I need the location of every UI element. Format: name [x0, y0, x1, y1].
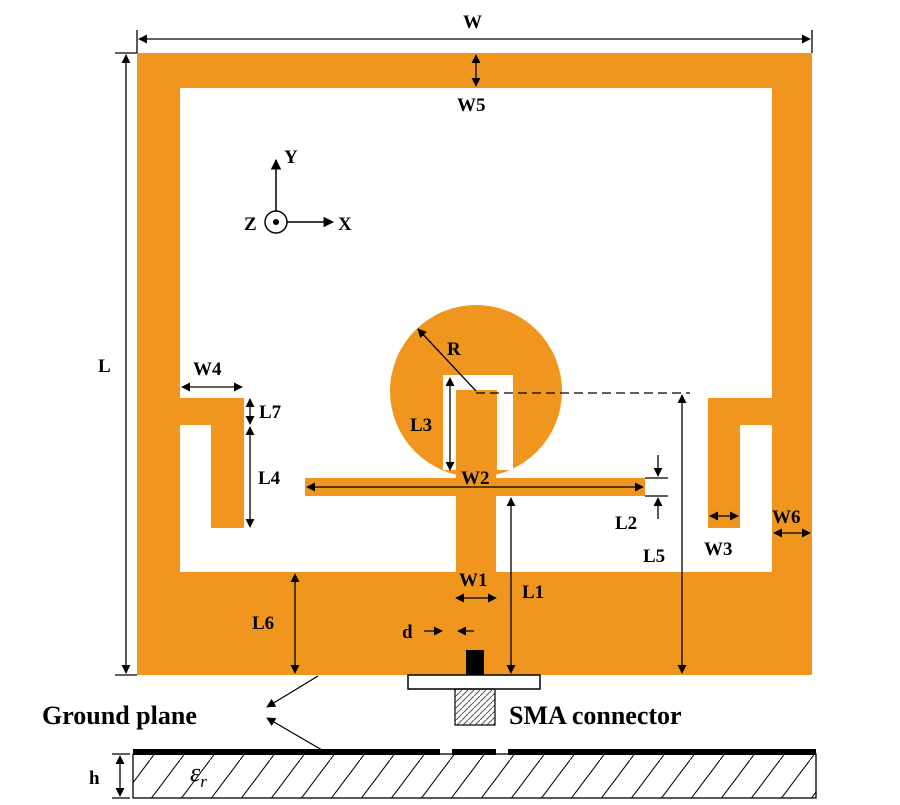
sma-connector-label: SMA connector	[509, 701, 682, 730]
sma-connector	[407, 674, 541, 726]
axis-z-label: Z	[244, 214, 257, 235]
label-l4: L4	[258, 468, 281, 489]
label-l3: L3	[410, 415, 432, 436]
dim-r-line	[417, 328, 477, 392]
permittivity-label: εr	[190, 758, 207, 791]
ground-plane-leader-lower	[266, 717, 323, 751]
permittivity-symbol: ε	[190, 758, 201, 787]
label-l2: L2	[615, 513, 637, 534]
axis-x-label: X	[338, 214, 352, 235]
label-d: d	[402, 622, 413, 643]
ground-strip-mid	[452, 749, 496, 755]
label-r: R	[447, 339, 461, 360]
ground-plane-leader-upper	[266, 675, 319, 708]
left-stub	[180, 398, 244, 528]
ground-plane-label: Ground plane	[42, 701, 197, 730]
permittivity-subscript: r	[200, 772, 207, 791]
dimension-lines	[112, 30, 813, 799]
label-w3: W3	[704, 539, 733, 560]
label-w: W	[463, 12, 482, 33]
callouts: Ground plane SMA connector εr	[42, 701, 682, 791]
label-l1: L1	[522, 582, 544, 603]
label-w2: W2	[461, 468, 490, 489]
label-l7: L7	[259, 402, 282, 423]
sma-flange	[407, 674, 541, 690]
z-axis-dot	[273, 219, 279, 225]
axis-y-label: Y	[284, 147, 298, 168]
sma-body	[454, 688, 496, 726]
coordinate-axes: Y X Z	[244, 147, 352, 235]
ground-plane-area	[137, 572, 812, 675]
ground-strip-left	[133, 749, 440, 755]
ground-strip-right	[508, 749, 816, 755]
label-w6: W6	[772, 507, 801, 528]
label-w5: W5	[457, 95, 486, 116]
right-stub	[708, 398, 772, 528]
substrate-section	[132, 749, 817, 799]
feed-line	[456, 390, 496, 675]
label-l: L	[98, 356, 111, 377]
label-w1: W1	[459, 570, 488, 591]
label-h: h	[89, 768, 100, 789]
label-w4: W4	[193, 359, 222, 380]
label-l6: L6	[252, 613, 274, 634]
dimension-labels: W W5 L W4 L7 L4 R L3 W2 L2 L5 L1 W1 d L6…	[89, 12, 801, 789]
feed-pin	[466, 650, 484, 675]
substrate-body	[132, 753, 817, 799]
label-l5: L5	[643, 546, 665, 567]
